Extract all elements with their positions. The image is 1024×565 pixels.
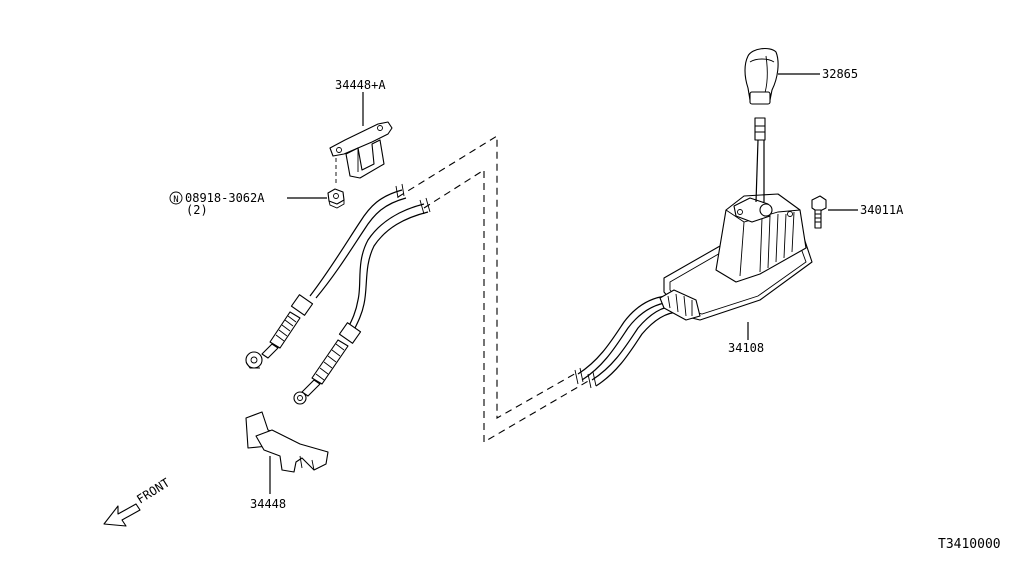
front-label: FRONT <box>134 476 172 507</box>
shift-cables-right <box>574 295 681 389</box>
label-32865: 32865 <box>822 67 858 81</box>
hex-nut <box>287 188 345 209</box>
bracket-lower <box>245 411 329 494</box>
nut-symbol: N <box>169 191 183 205</box>
nut-symbol-letter: N <box>173 195 178 205</box>
label-08918: 08918-3062A <box>185 191 265 205</box>
shift-cables-left <box>245 183 431 405</box>
shift-knob <box>744 47 820 105</box>
bolt <box>811 195 858 229</box>
label-34011a: 34011A <box>860 203 904 217</box>
diagram-id: T3410000 <box>938 537 1001 552</box>
label-34448: 34448 <box>250 497 286 511</box>
label-08918-qty: (2) <box>186 203 208 217</box>
label-34448-a: 34448+A <box>335 78 386 92</box>
front-arrow-icon <box>103 503 141 527</box>
cable-routing-dashed <box>397 135 591 443</box>
bracket-upper <box>329 92 393 186</box>
shifter-assembly <box>659 117 813 340</box>
label-34108: 34108 <box>728 341 764 355</box>
